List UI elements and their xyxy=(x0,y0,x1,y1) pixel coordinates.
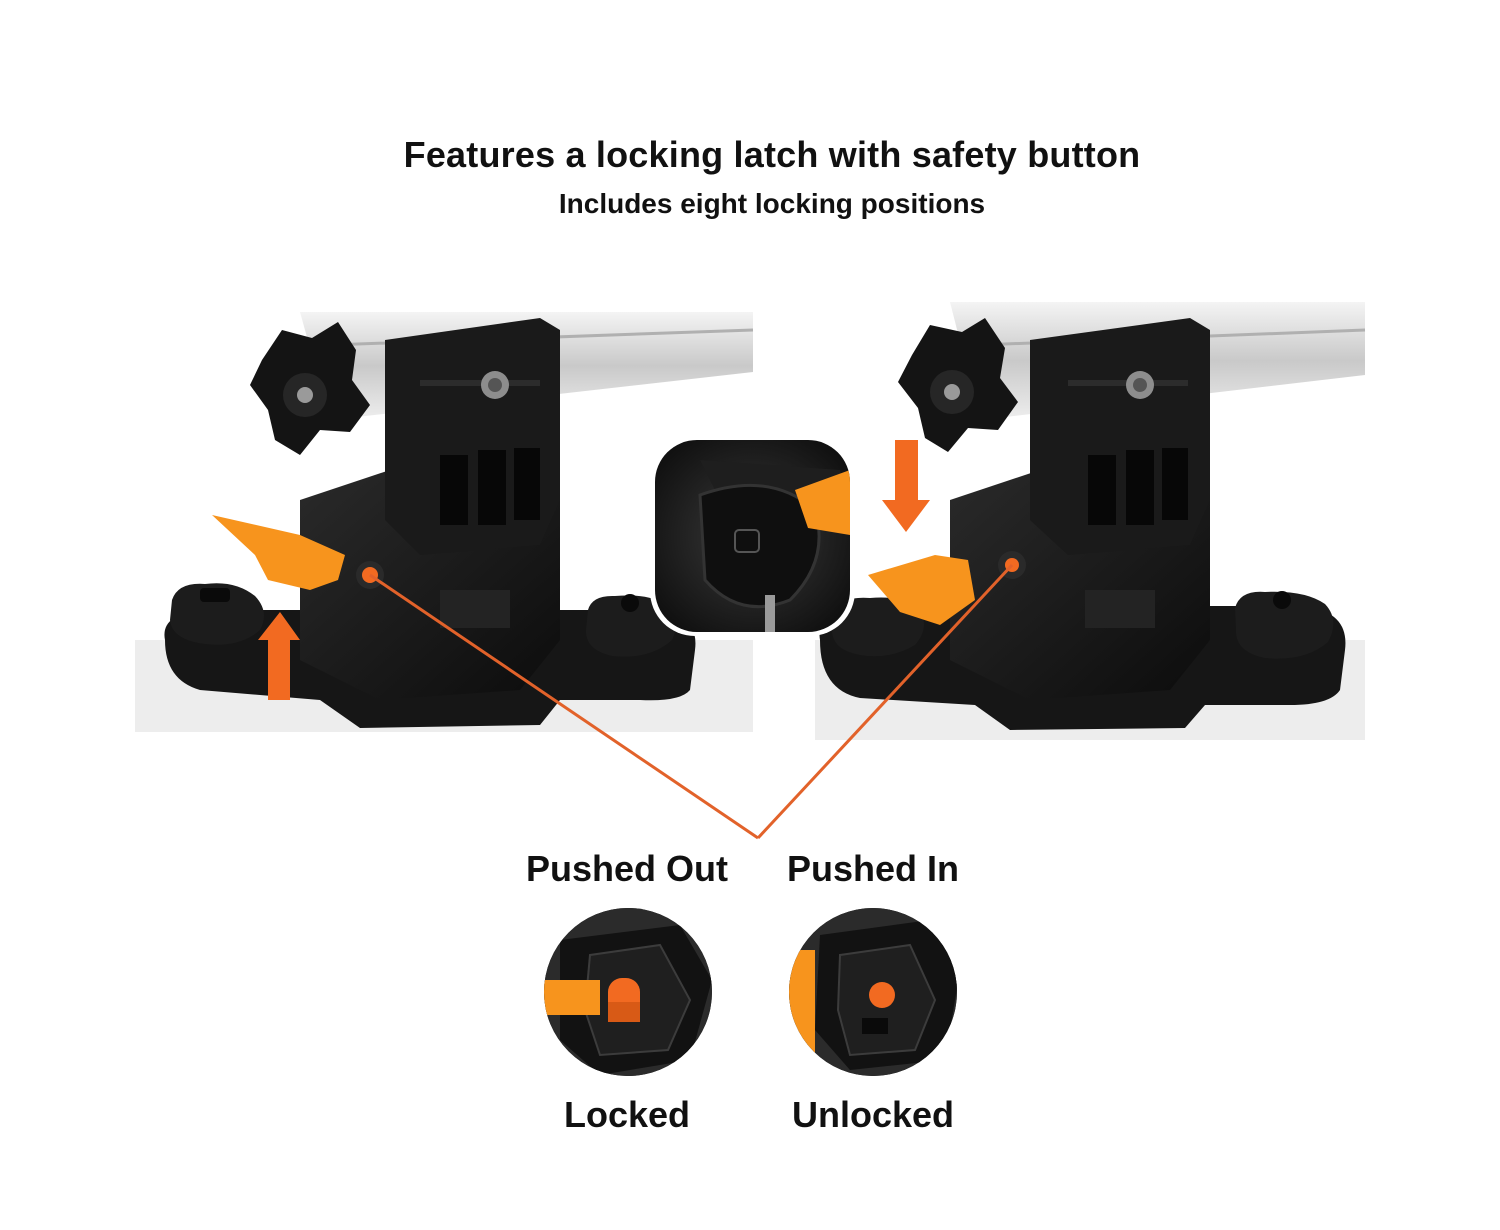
pointer-lines xyxy=(369,563,1014,840)
headline: Features a locking latch with safety but… xyxy=(403,134,1141,175)
locked-detail-circle xyxy=(544,908,712,1076)
unlocked-detail-circle xyxy=(789,908,957,1076)
subheadline: Includes eight locking positions xyxy=(558,188,986,219)
pushed-in-label: Pushed In xyxy=(786,848,960,889)
locked-label: Locked xyxy=(563,1094,691,1135)
left-mount-photo xyxy=(135,312,754,732)
button-closeup-inset xyxy=(650,436,855,636)
pushed-out-label: Pushed Out xyxy=(525,848,728,889)
unlocked-label: Unlocked xyxy=(791,1094,955,1135)
right-mount-photo xyxy=(815,302,1366,740)
